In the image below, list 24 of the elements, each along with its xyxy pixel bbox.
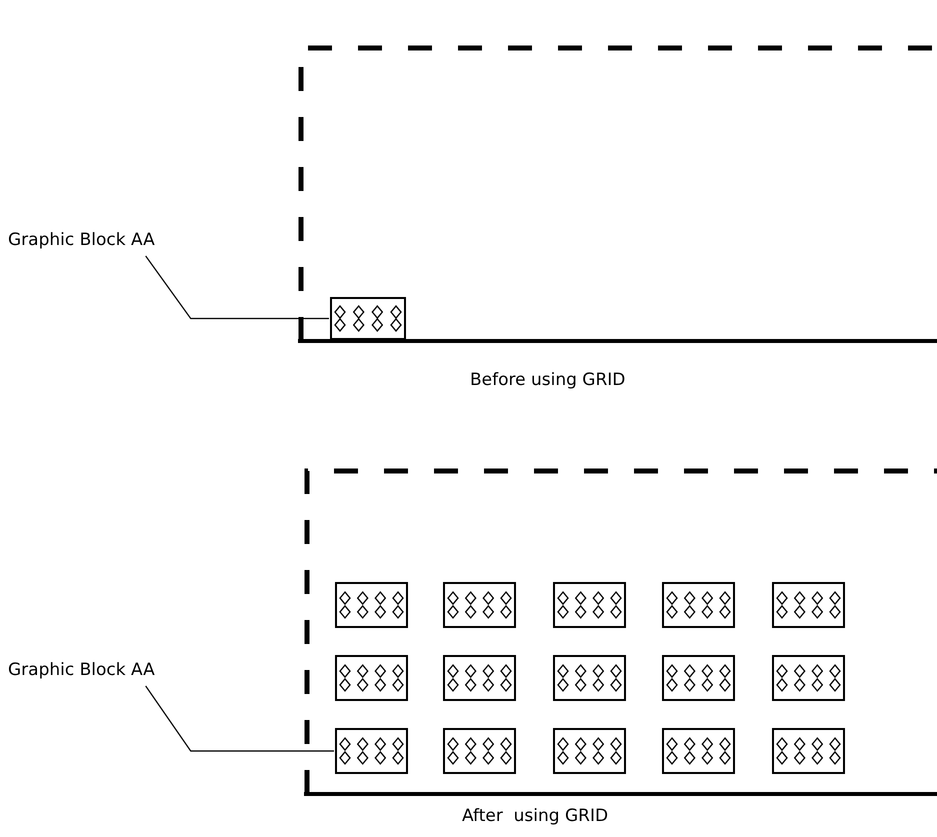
part-label: Graphic Block AA [8, 228, 170, 254]
graphic-block-drawing [553, 728, 626, 774]
graphic-block-drawing [662, 582, 735, 628]
drawing-area-frame [304, 468, 937, 796]
graphic-block-drawing [443, 655, 516, 701]
graphic-block-drawing [662, 655, 735, 701]
caption: Before using GRID [470, 369, 626, 392]
graphic-block-drawing [335, 728, 408, 774]
caption: After using GRID [462, 805, 608, 828]
graphic-block-drawing [443, 728, 516, 774]
leader-line [145, 256, 329, 320]
graphic-block-drawing [335, 582, 408, 628]
graphic-block-drawing [443, 582, 516, 628]
leader-line [145, 686, 334, 752]
graphic-block-drawing [335, 655, 408, 701]
graphic-block-drawing [330, 297, 406, 340]
graphic-block-drawing [662, 728, 735, 774]
graphic-block-drawing [772, 728, 845, 774]
drawing-area-frame [298, 45, 937, 343]
graphic-block-drawing [553, 582, 626, 628]
part-label: Graphic Block AA [8, 658, 170, 684]
graphic-block-drawing [553, 655, 626, 701]
graphic-block-drawing [772, 582, 845, 628]
graphic-block-drawing [772, 655, 845, 701]
